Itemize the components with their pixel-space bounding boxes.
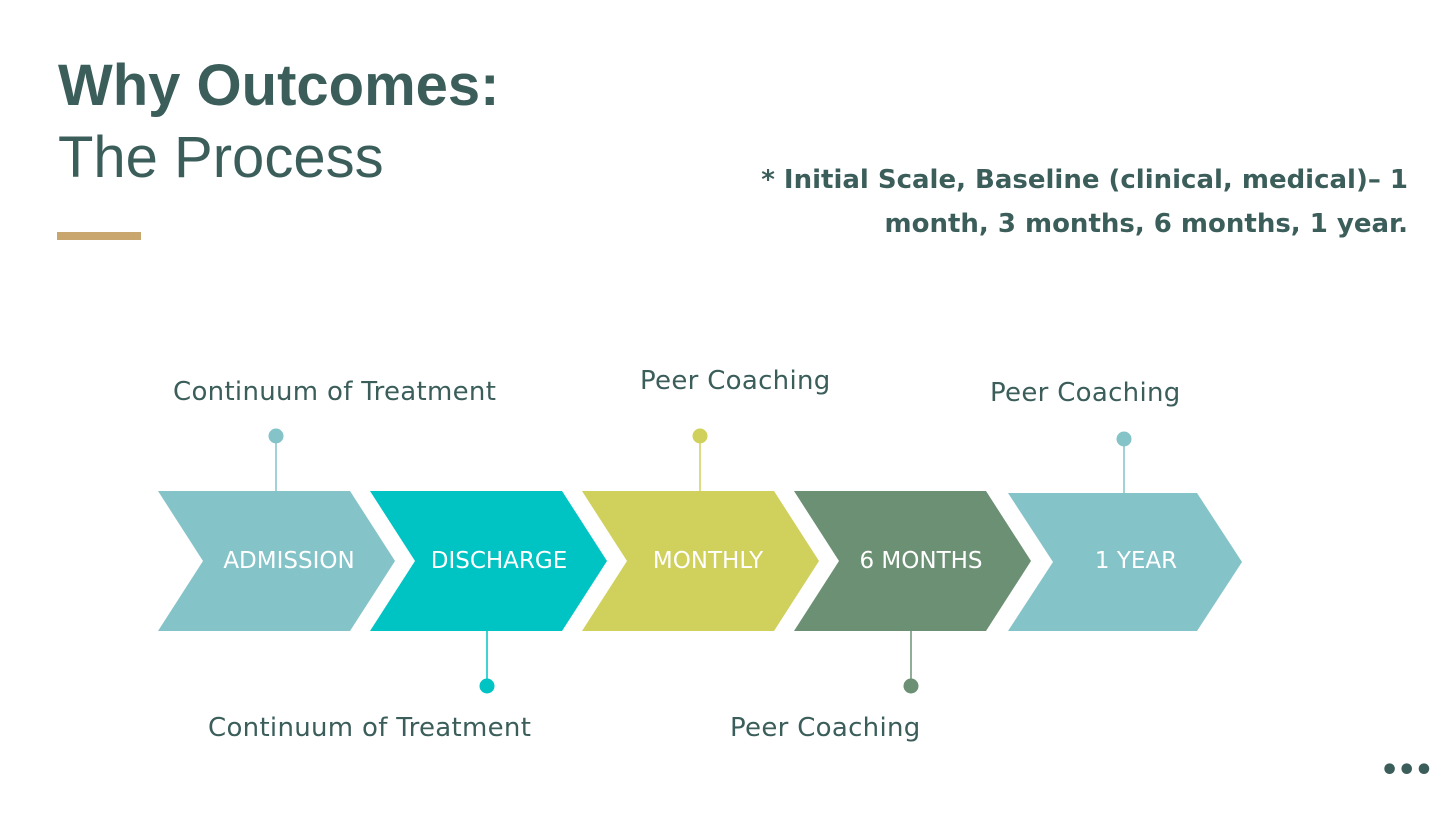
- chevron-discharge: [370, 491, 607, 631]
- chevron-6months: [794, 491, 1031, 631]
- callout-6months: Peer Coaching: [730, 713, 921, 743]
- more-horizontal-icon[interactable]: •••: [1380, 753, 1434, 788]
- chevron-admission: [158, 491, 395, 631]
- connector-dot-admission: [268, 428, 284, 444]
- title-line-2: The Process: [58, 125, 384, 190]
- stage-label-6months: 6 MONTHS: [859, 548, 983, 574]
- connector-dot-1year: [1116, 431, 1132, 447]
- connector-dot-monthly: [692, 428, 708, 444]
- chevron-1year: [1008, 493, 1242, 631]
- connector-dot-discharge: [479, 678, 495, 694]
- stage-label-discharge: DISCHARGE: [430, 548, 568, 574]
- callout-discharge: Continuum of Treatment: [208, 713, 532, 743]
- stage-label-1year: 1 YEAR: [1094, 548, 1178, 574]
- stage-label-admission: ADMISSION: [223, 548, 355, 574]
- callout-monthly: Peer Coaching: [640, 366, 831, 396]
- timing-note: * Initial Scale, Baseline (clinical, med…: [761, 165, 1408, 239]
- stage-label-monthly: MONTHLY: [652, 548, 764, 574]
- title-line-1: Why Outcomes:: [58, 53, 500, 118]
- accent-bar: [57, 232, 141, 240]
- callout-1year: Peer Coaching: [990, 378, 1181, 408]
- callout-admission: Continuum of Treatment: [173, 377, 497, 407]
- chevron-monthly: [582, 491, 819, 631]
- connector-dot-6months: [903, 678, 919, 694]
